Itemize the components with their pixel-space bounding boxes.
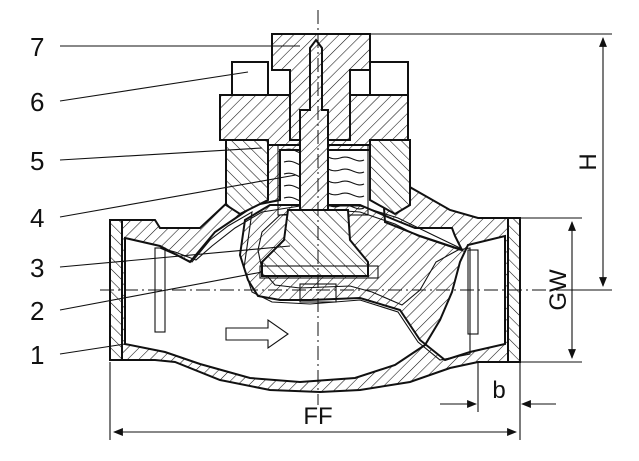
callout-4: 4 [30, 203, 44, 233]
callout-7: 7 [30, 32, 44, 62]
dimension-b-label: b [492, 377, 505, 404]
flow-passage [159, 205, 471, 361]
leader-lines [59, 45, 300, 355]
callout-2: 2 [30, 296, 44, 326]
neck-casing-left [225, 139, 269, 216]
dimension-ff-label: FF [303, 403, 332, 430]
right-port [467, 249, 479, 335]
dimension-ff [109, 362, 517, 440]
callout-1: 1 [30, 340, 44, 370]
neck-casing-right [369, 139, 411, 216]
dimension-gw-label: GW [545, 269, 572, 311]
dimension-b [440, 362, 556, 440]
flow-arrow-icon [225, 318, 289, 350]
bonnet-nut [231, 61, 409, 96]
callout-6: 6 [30, 87, 44, 117]
dimension-gw [520, 217, 582, 363]
dimension-h-label: H [575, 153, 602, 170]
callout-3: 3 [30, 253, 44, 283]
callout-5: 5 [30, 146, 44, 176]
